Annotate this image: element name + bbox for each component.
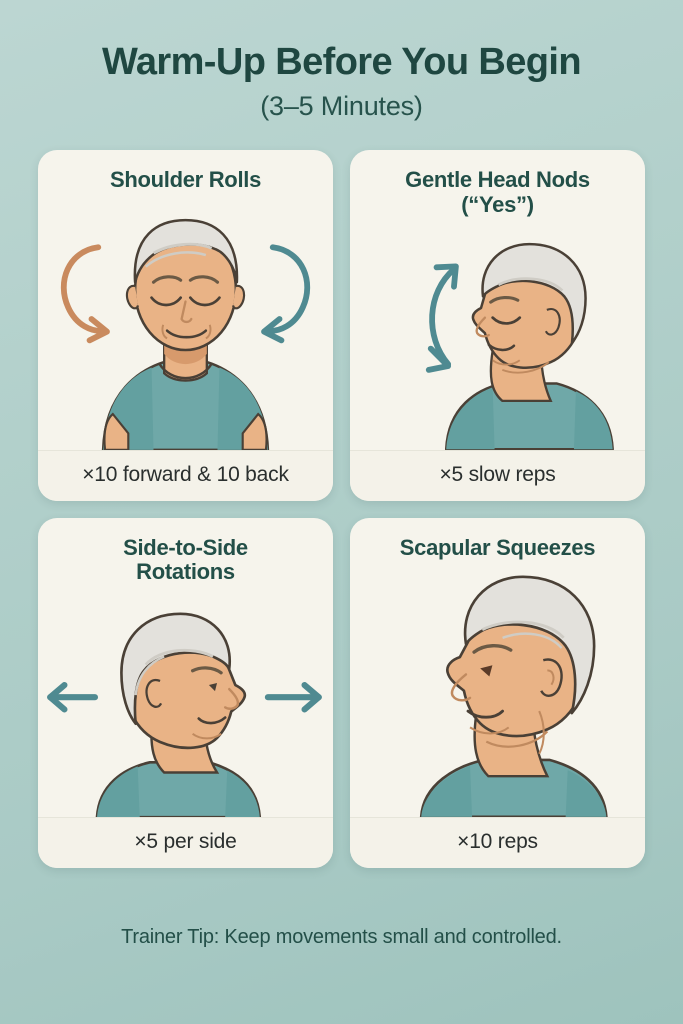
- card-caption: ×10 reps: [350, 817, 645, 869]
- card-caption: ×5 per side: [38, 817, 333, 869]
- card-caption: ×10 forward & 10 back: [38, 449, 333, 501]
- illustration-front-facing-bust: [38, 193, 333, 450]
- curved-arrow-right-teal: [261, 244, 311, 343]
- exercise-card-scapular-squeezes[interactable]: Scapular Squeezes: [350, 517, 645, 869]
- illustration-profile-facing-left-large: [350, 560, 645, 818]
- exercise-card-grid: Shoulder Rolls: [38, 150, 645, 869]
- page-title: Warm-Up Before You Begin: [102, 41, 582, 83]
- card-title-line1: Side-to-Side: [123, 534, 248, 560]
- card-title-line1: Gentle Head Nods: [405, 167, 590, 193]
- card-title: Gentle Head Nods (“Yes”): [350, 150, 645, 217]
- double-headed-curved-arrow-vertical-teal: [425, 263, 459, 374]
- header: Warm-Up Before You Begin (3–5 Minutes): [38, 0, 645, 122]
- exercise-card-side-to-side-rotations[interactable]: Side-to-Side Rotations: [38, 517, 333, 869]
- arrow-right-teal: [264, 681, 322, 713]
- card-title: Shoulder Rolls: [109, 167, 262, 193]
- card-title: Scapular Squeezes: [399, 534, 596, 560]
- card-title-line2: (“Yes”): [461, 191, 534, 217]
- exercise-card-gentle-head-nods[interactable]: Gentle Head Nods (“Yes”): [350, 150, 645, 501]
- card-caption: ×5 slow reps: [350, 449, 645, 501]
- card-title-line2: Rotations: [136, 559, 235, 585]
- curved-arrow-left-orange: [60, 244, 110, 343]
- illustration-profile-facing-right: [38, 585, 333, 818]
- footer-tip: Trainer Tip: Keep movements small and co…: [121, 925, 562, 948]
- illustration-profile-facing-left: [350, 217, 645, 450]
- arrow-left-teal: [47, 681, 99, 713]
- card-title: Side-to-Side Rotations: [38, 518, 333, 585]
- page-subtitle: (3–5 Minutes): [260, 91, 423, 122]
- exercise-card-shoulder-rolls[interactable]: Shoulder Rolls: [38, 150, 333, 501]
